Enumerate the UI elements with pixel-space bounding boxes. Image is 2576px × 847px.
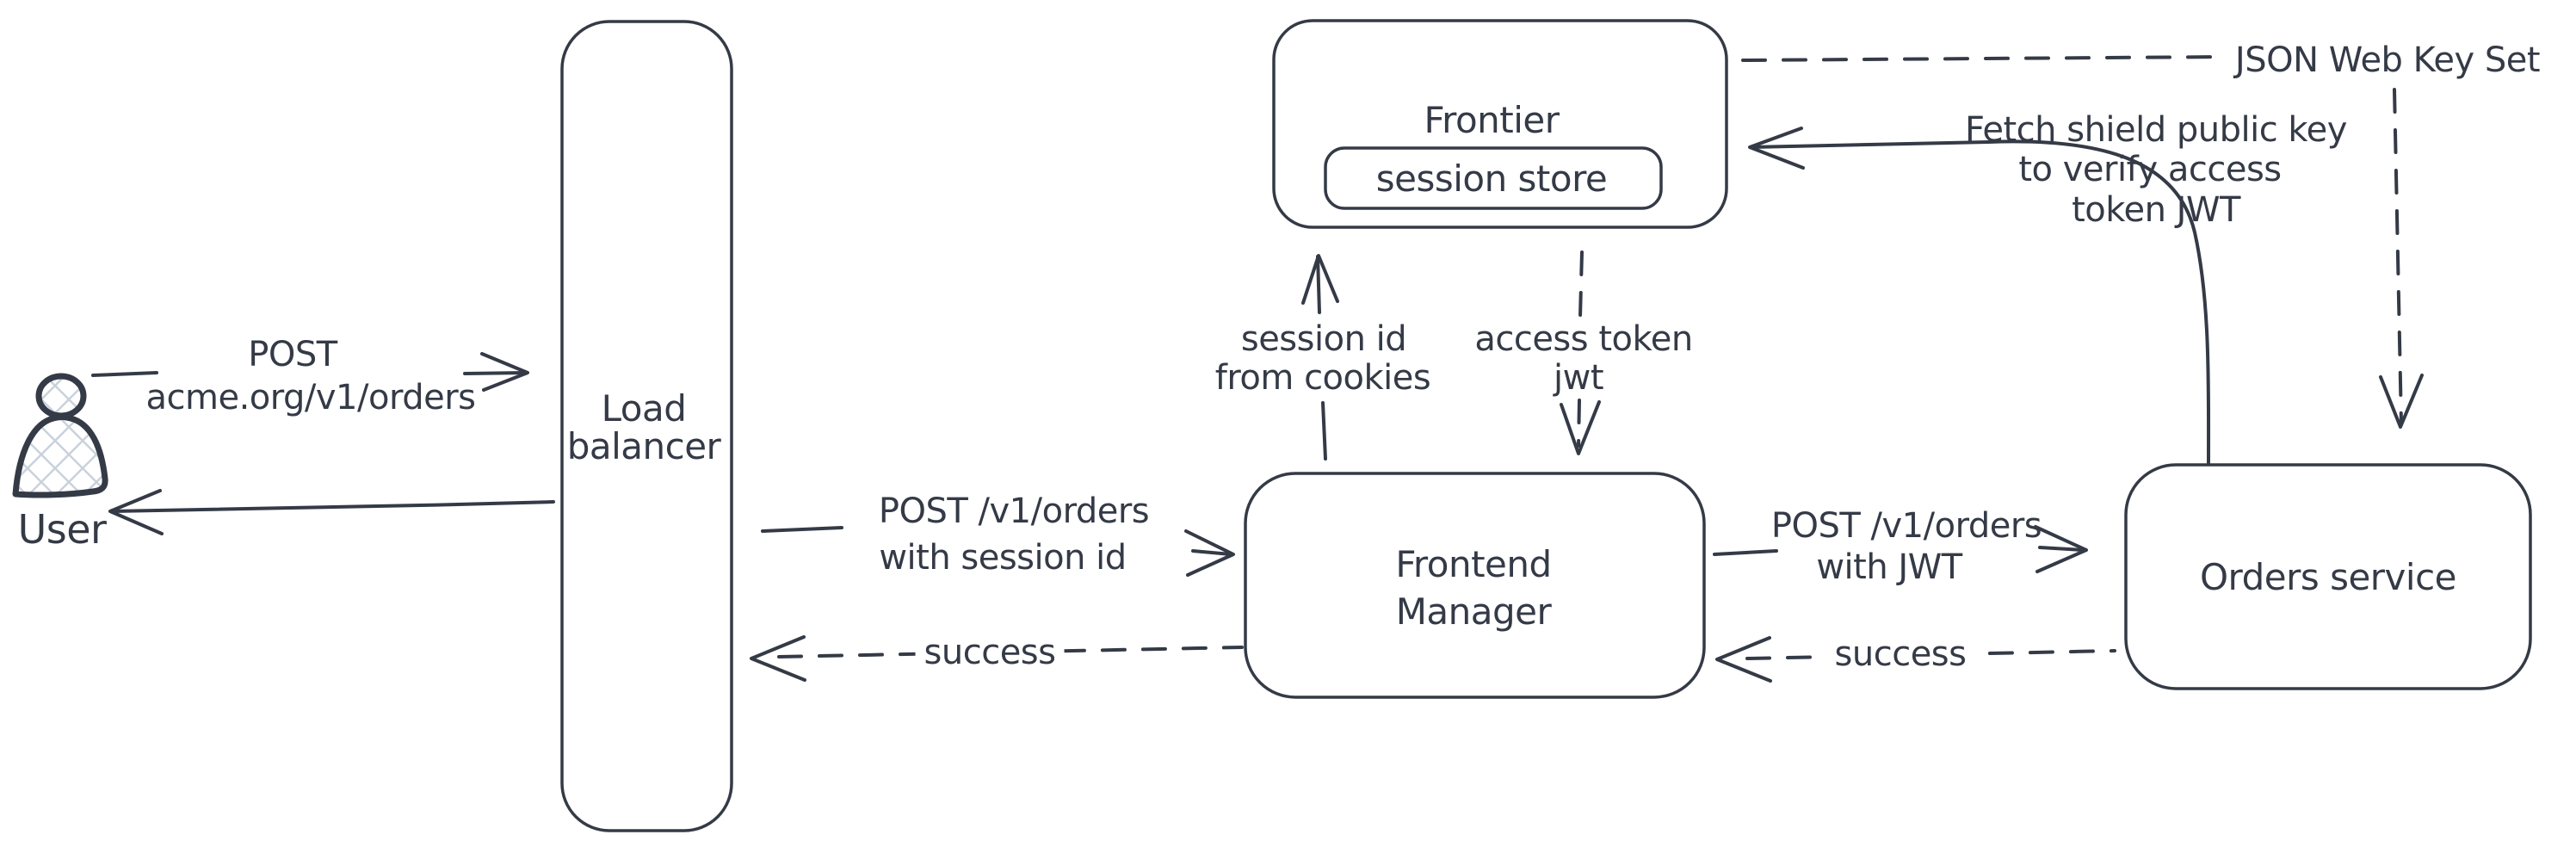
edge-fm-post-label-line1: POST /v1/orders — [1770, 506, 2042, 546]
edge-access-token-label-line1: access token — [1466, 320, 1702, 358]
edge-lb-post-label-line1: POST /v1/orders — [878, 492, 1150, 531]
edge-user-post-label-line2: acme.org/v1/orders — [145, 378, 476, 417]
frontend-manager-box — [1244, 472, 1706, 699]
arrow-access-token — [1560, 250, 1601, 455]
frontend-manager-label-line1: Frontend — [1395, 543, 1552, 585]
session-store-label: session store — [1375, 158, 1608, 200]
arrowhead-left-icon — [750, 635, 806, 682]
edge-jwks-label: JSON Web Key Set — [2234, 40, 2541, 80]
orders-service-label: Orders service — [2199, 556, 2457, 598]
orders-service-box — [2124, 463, 2532, 690]
edge-session-id-label-line1: session id — [1232, 320, 1416, 358]
arrowhead-left-icon — [1715, 636, 1772, 683]
user-head — [35, 373, 87, 419]
edge-fetch-key-label-line3: token JWT — [2072, 190, 2240, 230]
user-figure-icon — [12, 373, 108, 498]
edge-user-post-label-line1: POST — [248, 335, 337, 374]
frontend-manager-label-line2: Manager — [1395, 590, 1552, 633]
arrow-lb-success — [750, 635, 1244, 682]
edge-fm-success-label: success — [1825, 635, 1975, 673]
arrowhead-right-icon — [2034, 525, 2088, 573]
session-store-box — [1324, 146, 1663, 210]
arrowhead-left-icon — [1748, 127, 1805, 170]
arrowhead-left-icon — [108, 489, 164, 535]
arrow-lb-response — [108, 489, 555, 535]
arrow-jwks-down — [2379, 88, 2424, 429]
arrow-session-id — [1301, 254, 1339, 461]
edge-access-token-label-line2: jwt — [1544, 359, 1613, 397]
load-balancer-box — [560, 20, 733, 832]
arrowhead-down-icon — [2379, 374, 2424, 429]
line-jwks-horizontal — [1741, 55, 2227, 62]
load-balancer-label-line1: Load — [601, 387, 687, 430]
arrow-fetch-key — [1748, 127, 2211, 466]
arrow-user-post — [91, 352, 529, 392]
frontier-label: Frontier — [1424, 99, 1560, 141]
user-body — [12, 414, 108, 498]
arrowhead-down-icon — [1560, 400, 1601, 455]
edge-fetch-key-label-line1: Fetch shield public key — [1965, 110, 2347, 150]
load-balancer-label-line2: balancer — [566, 425, 721, 467]
edge-session-id-label-line2: from cookies — [1206, 359, 1440, 397]
user-label: User — [17, 506, 107, 553]
arrow-fm-post — [1713, 525, 2088, 573]
edge-fetch-key-label-line2: to verify access — [2018, 150, 2282, 189]
arrowhead-up-icon — [1301, 254, 1339, 305]
edge-lb-post-label-line2: with session id — [879, 538, 1127, 578]
arrowhead-right-icon — [480, 352, 529, 392]
arrowhead-right-icon — [1184, 529, 1235, 577]
edge-fm-post-label-line2: with JWT — [1816, 547, 1962, 587]
edge-lb-success-label: success — [915, 634, 1065, 671]
arrow-lb-post — [761, 526, 1235, 577]
